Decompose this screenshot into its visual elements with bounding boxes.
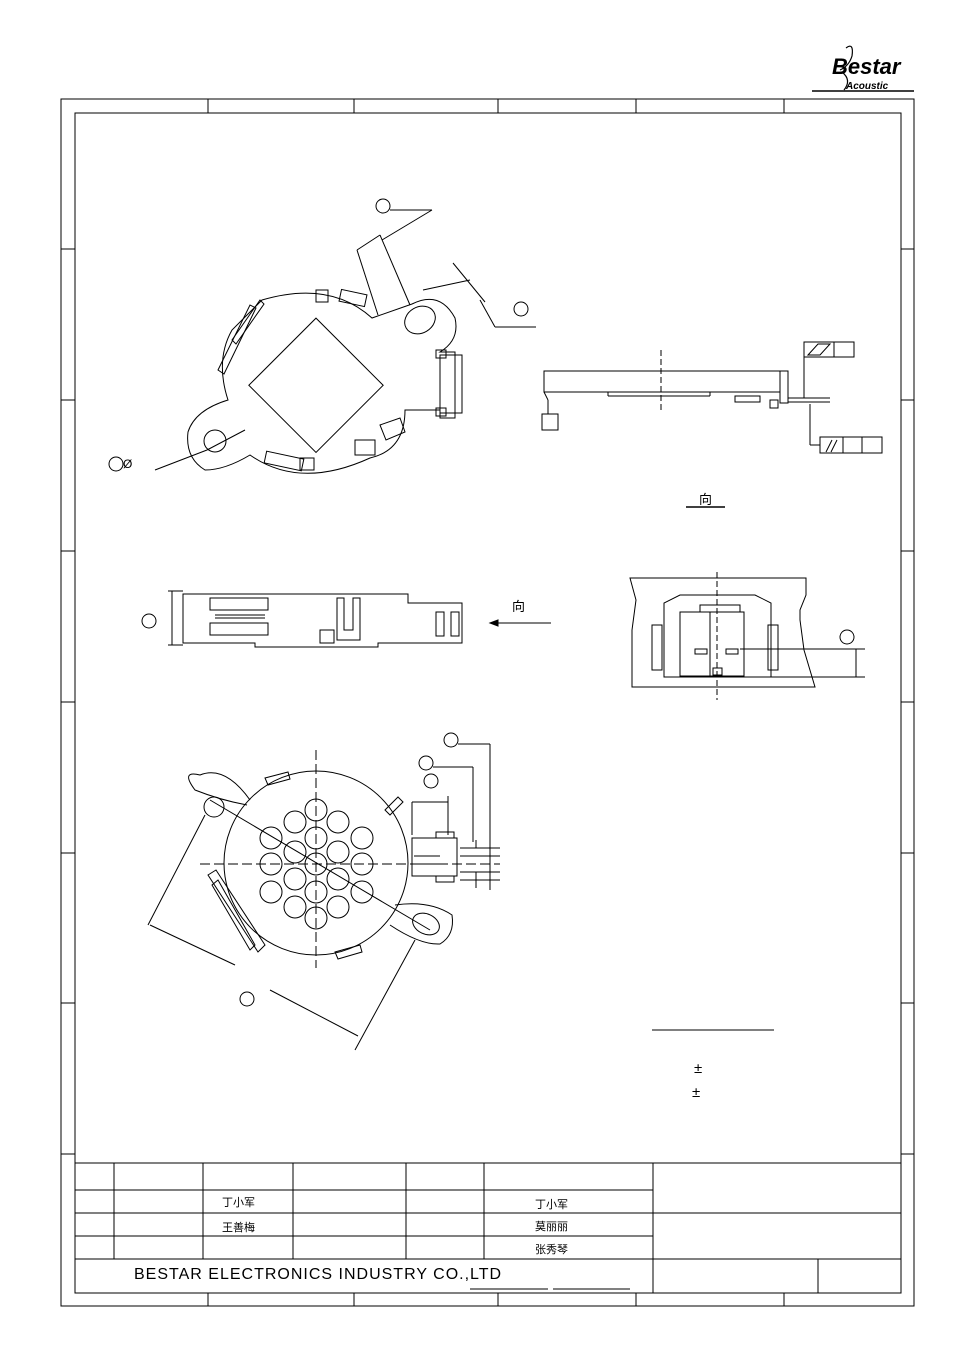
bestar-logo [812, 45, 914, 92]
side-view-top-right [541, 341, 883, 508]
zone-ticks [61, 99, 914, 1306]
title-name-left-1: 丁小军 [222, 1196, 255, 1209]
detail-view-middle-right [629, 572, 865, 700]
side-view-middle-left [141, 590, 551, 648]
bottom-view-drawing [147, 732, 500, 1051]
outer-frame [60, 98, 915, 1307]
direction-label-1: 向 [699, 492, 712, 508]
title-name-right-3: 张秀琴 [535, 1243, 568, 1256]
inner-frame [74, 112, 902, 1294]
title-name-left-2: 王善梅 [222, 1220, 255, 1234]
direction-label-2: 向 [512, 599, 525, 615]
logo-sub: Acoustic [845, 81, 889, 92]
title-block-grid [75, 1162, 901, 1293]
title-name-right-1: 丁小军 [535, 1198, 568, 1211]
diameter-symbol: Ø [123, 457, 132, 471]
logo-brand: Bestar [832, 54, 902, 79]
plus-minus-2: ± [692, 1084, 700, 1101]
plus-minus-1: ± [694, 1060, 702, 1077]
title-name-right-2: 莫丽丽 [535, 1220, 568, 1233]
company-name: BESTAR ELECTRONICS INDUSTRY CO.,LTD [134, 1266, 502, 1283]
top-view-drawing [108, 198, 536, 474]
